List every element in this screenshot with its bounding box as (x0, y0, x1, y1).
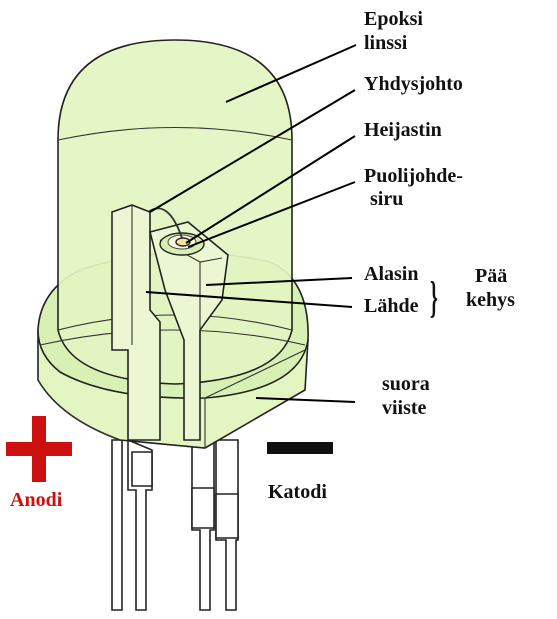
anode-label: Anodi (10, 489, 63, 511)
leader-lines (145, 44, 357, 403)
cathode-lead (191, 439, 239, 611)
epoxy-label-line2: linssi (364, 32, 408, 54)
wire-bond-label: Yhdysjohto (364, 73, 463, 95)
anode-plus-icon (6, 416, 72, 482)
anvil-label: Alasin (364, 263, 418, 285)
anode-lead (111, 438, 153, 611)
flat-spot-label-line1: suora (382, 373, 430, 395)
semiconductor-label-line2: siru (370, 188, 403, 210)
cathode-minus-icon (267, 442, 333, 454)
lead-frame-label-line1: Pää (475, 265, 507, 287)
semiconductor-label-line1: Puolijohde- (364, 165, 463, 187)
epoxy-label-line1: Epoksi (364, 8, 423, 30)
lead-frame-brace: } (430, 275, 438, 323)
cathode-label: Katodi (268, 481, 327, 503)
post-frame (111, 204, 161, 441)
epoxy-lens (39, 39, 306, 385)
semiconductor-chip (175, 237, 191, 247)
post-label: Lähde (364, 295, 419, 317)
reflector-label: Heijastin (364, 119, 442, 141)
lead-frame-label-line2: kehys (466, 289, 515, 311)
lens-body (57, 39, 293, 385)
flat-spot-label-line2: viiste (382, 397, 427, 419)
